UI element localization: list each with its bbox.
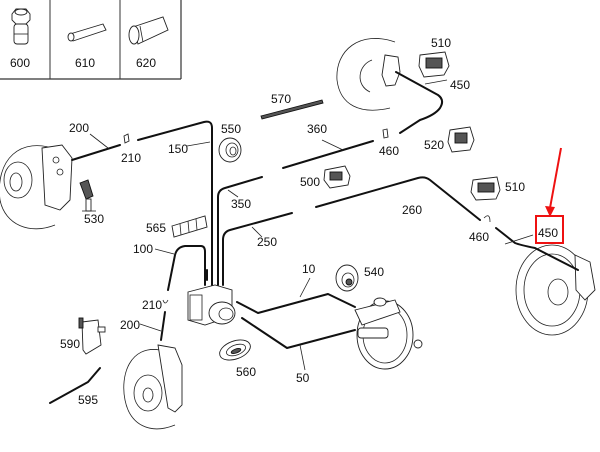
clip-510-upper-icon[interactable] [418,51,450,78]
callout-450-highlighted[interactable]: 450 [538,226,558,240]
callout-520[interactable]: 520 [424,138,444,152]
brake-line-450-upper[interactable] [395,71,444,134]
clip-510-right-icon[interactable] [470,176,501,201]
brake-line-450-lower[interactable] [495,227,579,271]
callout-550[interactable]: 550 [221,122,241,136]
callout-460-upper[interactable]: 460 [379,144,399,158]
callout-570[interactable]: 570 [271,92,291,106]
grommet-540-icon[interactable] [335,264,359,292]
callout-600[interactable]: 600 [10,56,30,70]
callout-350[interactable]: 350 [231,197,251,211]
brake-line-200-lower[interactable] [160,311,166,341]
clip-520-icon[interactable] [447,126,475,153]
callout-590[interactable]: 590 [60,337,80,351]
callout-560[interactable]: 560 [236,365,256,379]
valve-590-icon[interactable] [78,317,106,355]
rear-right-upper-brake-disc [336,38,401,111]
callout-50[interactable]: 50 [296,371,310,385]
callout-510-right[interactable]: 510 [505,180,525,194]
brake-line-50[interactable] [241,317,356,349]
highlight-annotation [535,147,564,244]
highlight-arrow-head [545,206,555,217]
brake-line-360[interactable] [282,140,374,169]
callout-210-lower[interactable]: 210 [142,298,162,312]
sleeve-icon[interactable] [67,23,107,42]
front-left-brake-disc [0,144,73,230]
callout-210-front[interactable]: 210 [121,151,141,165]
callout-450-upper[interactable]: 450 [450,78,470,92]
callout-530[interactable]: 530 [84,212,104,226]
clip-460-right-icon[interactable] [483,215,491,223]
abs-hydraulic-unit[interactable] [187,284,236,326]
brake-line-100[interactable] [167,245,206,291]
callout-540[interactable]: 540 [364,265,384,279]
grommet-550-icon[interactable] [218,137,242,163]
grommet-560-icon[interactable] [217,336,253,364]
rear-right-lower-brake-disc [515,244,596,336]
front-lower-brake-disc [123,344,183,430]
brake-line-350[interactable] [217,176,263,286]
hex-adapter-icon[interactable] [128,16,169,45]
callout-200-front[interactable]: 200 [69,121,89,135]
clip-210-lower-icon[interactable] [162,299,169,304]
brake-line-200-front[interactable] [71,144,121,161]
callout-100[interactable]: 100 [133,242,153,256]
callout-610[interactable]: 610 [75,56,95,70]
banjo-bolt-icon[interactable] [11,8,31,45]
callout-150[interactable]: 150 [168,142,188,156]
sensor-530-icon[interactable] [79,179,96,212]
callout-460-right[interactable]: 460 [469,230,489,244]
callout-250[interactable]: 250 [257,235,277,249]
brake-line-150[interactable] [137,120,213,286]
callout-595[interactable]: 595 [78,393,98,407]
highlight-box [535,215,564,244]
callout-500[interactable]: 500 [300,175,320,189]
callout-620[interactable]: 620 [136,56,156,70]
brake-booster-master-cylinder[interactable] [354,297,423,370]
callout-565[interactable]: 565 [146,221,166,235]
callout-200-lower[interactable]: 200 [120,318,140,332]
brake-line-260[interactable] [315,176,481,221]
brake-lines [49,71,579,404]
inset-parts-box: 600 610 620 [0,0,182,80]
clip-210-front-icon[interactable] [123,133,130,144]
callout-10[interactable]: 10 [302,262,316,276]
callout-360[interactable]: 360 [307,122,327,136]
leader-lines [89,79,534,371]
highlight-arrow-shaft [549,147,562,209]
clip-strip-570-icon[interactable] [260,99,324,120]
brake-line-595[interactable] [49,367,101,404]
clip-500-icon[interactable] [323,165,351,189]
callout-labels: 200 210 150 550 570 360 460 500 350 530 … [60,36,558,407]
brake-line-10[interactable] [236,293,356,314]
clip-block-565-icon[interactable] [171,215,208,238]
callout-510-upper[interactable]: 510 [431,36,451,50]
clip-460-upper-icon[interactable] [382,128,389,139]
brake-line-250[interactable] [222,212,293,286]
callout-260[interactable]: 260 [402,203,422,217]
